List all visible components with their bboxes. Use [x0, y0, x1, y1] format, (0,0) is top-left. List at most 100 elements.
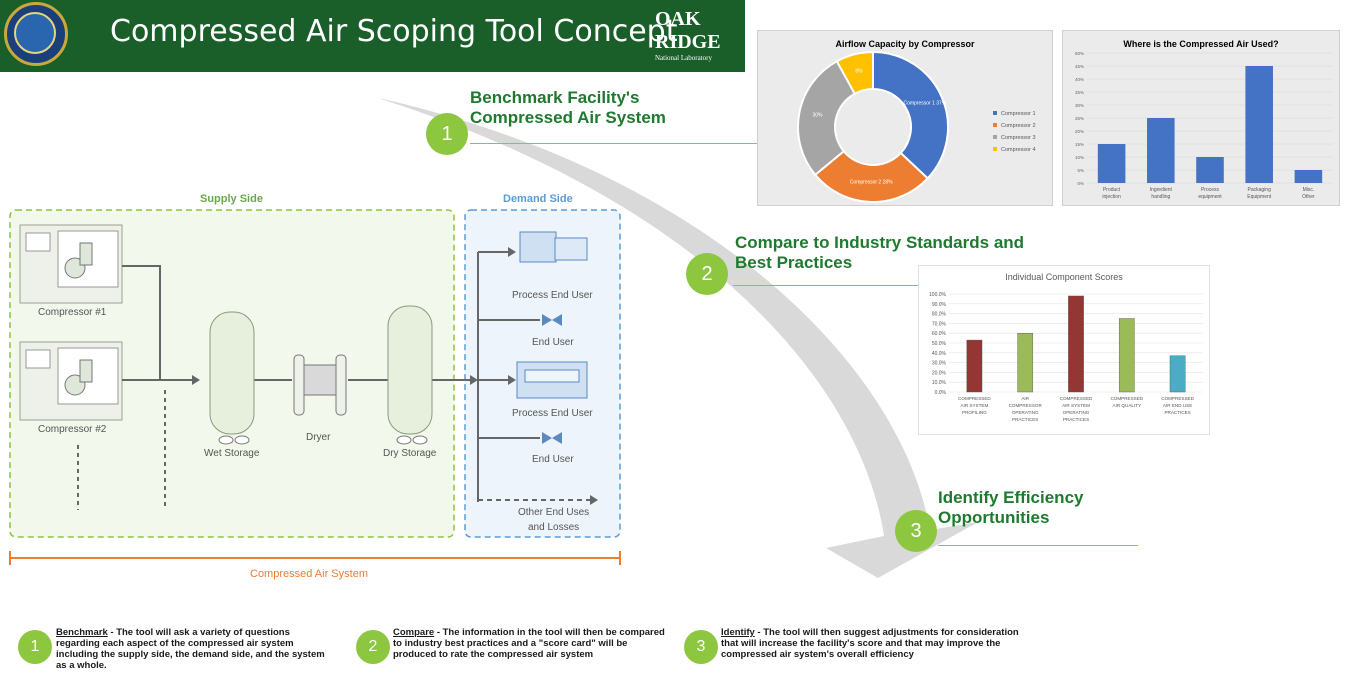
bottom-step-2-desc: - The information in the tool will then … — [393, 627, 665, 660]
y-tick-label: 50.0% — [932, 341, 947, 347]
x-tick-label: COMPRESSED — [1060, 396, 1093, 401]
process-end-user-1-label: Process End User — [512, 290, 593, 301]
chart-title: Where is the Compressed Air Used? — [1123, 39, 1279, 49]
x-tick-label: equipment — [1198, 194, 1222, 200]
arrow-head — [470, 375, 478, 385]
legend-swatch — [993, 111, 997, 115]
donut-slice — [835, 50, 874, 96]
arrow-head — [508, 247, 516, 257]
donut-slice-label: 30% — [812, 112, 823, 118]
x-tick-label: Other — [1302, 194, 1315, 200]
x-tick-label: Product — [1103, 187, 1121, 193]
compressor-2-icon — [19, 341, 123, 421]
title-banner — [0, 0, 745, 72]
ornl-logo-lab: National Laboratory — [655, 54, 712, 62]
y-tick-label: 60.0% — [932, 331, 947, 337]
x-tick-label: OPERATING — [1063, 410, 1090, 415]
step-3-heading: Identify Efficiency Opportunities — [938, 488, 1083, 528]
donut-chart-svg: Compressor 1 37%Compressor 2 28%30%8%Com… — [797, 50, 1036, 203]
x-tick-label: handling — [1151, 194, 1170, 200]
x-tick-label: COMPRESSED — [958, 396, 991, 401]
y-tick-label: 40% — [1075, 77, 1084, 82]
bottom-step-1-keyword: Benchmark — [56, 627, 108, 638]
bar — [1245, 66, 1273, 183]
y-tick-label: 80.0% — [932, 312, 947, 318]
arrow-head — [590, 495, 598, 505]
bottom-step-2-keyword: Compare — [393, 627, 435, 638]
x-tick-label: Process — [1201, 187, 1220, 193]
legend-label: Compressor 3 — [1001, 135, 1036, 141]
x-tick-label: Packaging — [1248, 187, 1272, 193]
bar — [1068, 295, 1084, 393]
legend-label: Compressor 4 — [1001, 147, 1036, 153]
legend-label: Compressor 2 — [1001, 123, 1036, 129]
step-1-circle: 1 — [426, 113, 468, 155]
ornl-logo-ridge: RIDGE — [655, 31, 721, 53]
bottom-step-1-text: Benchmark - The tool will ask a variety … — [56, 627, 326, 671]
step-2-circle: 2 — [686, 253, 728, 295]
chart-title: Individual Component Scores — [1005, 272, 1123, 282]
wet-storage-label: Wet Storage — [204, 448, 260, 459]
x-tick-label: COMPRESSED — [1161, 396, 1194, 401]
end-user-2-label: End User — [532, 454, 574, 465]
x-tick-label: COMPRESSED — [1110, 396, 1143, 401]
y-tick-label: 45% — [1075, 64, 1084, 69]
usage-bar-chart-svg: 0%5%10%15%20%25%30%35%40%45%50%Productin… — [1075, 51, 1333, 200]
y-tick-label: 5% — [1077, 168, 1084, 173]
step-3-circle: 3 — [895, 510, 937, 552]
x-tick-label: OPERATING — [1012, 410, 1039, 415]
step-3-heading-line1: Identify Efficiency — [938, 488, 1084, 507]
ornl-logo-oak: OAK — [655, 8, 701, 30]
process-end-user-2-label: Process End User — [512, 408, 593, 419]
y-tick-label: 10.0% — [932, 380, 947, 386]
process-end-user-2-icon — [516, 361, 588, 399]
step-2-underline — [733, 285, 923, 286]
x-tick-label: COMPRESSOR — [1009, 403, 1043, 408]
compressed-air-system-label: Compressed Air System — [250, 568, 368, 580]
x-tick-label: PRACTICES — [1164, 410, 1190, 415]
step-3-underline — [938, 545, 1138, 546]
bottom-step-2-text: Compare - The information in the tool wi… — [393, 627, 668, 660]
donut-slice-label: Compressor 1 37% — [903, 101, 946, 107]
y-tick-label: 90.0% — [932, 302, 947, 308]
x-tick-label: injection — [1102, 194, 1121, 200]
bar — [1196, 157, 1224, 183]
x-tick-label: PRACTICES — [1063, 417, 1089, 422]
supply-side-label: Supply Side — [200, 193, 263, 205]
compressor-1-icon — [19, 224, 123, 304]
bottom-step-3-desc: - The tool will then suggest adjustments… — [721, 627, 1019, 660]
end-user-2-valve-icon — [542, 432, 562, 444]
step-1-heading-line1: Benchmark Facility's — [470, 88, 640, 107]
y-tick-label: 20.0% — [932, 370, 947, 376]
x-tick-label: PROFILING — [962, 410, 987, 415]
compressor-1-label: Compressor #1 — [38, 307, 107, 318]
x-tick-label: AIR SYSTEM — [960, 403, 988, 408]
legend-swatch — [993, 135, 997, 139]
y-tick-label: 20% — [1075, 129, 1084, 134]
x-tick-label: Equipment — [1247, 194, 1272, 200]
legend-swatch — [993, 123, 997, 127]
dry-storage-label: Dry Storage — [383, 448, 437, 459]
y-tick-label: 0% — [1077, 181, 1084, 186]
page-title: Compressed Air Scoping Tool Concept — [110, 14, 678, 49]
component-scores-chart: Individual Component Scores 0.0%10.0%20.… — [918, 265, 1210, 435]
y-tick-label: 70.0% — [932, 321, 947, 327]
dryer-label: Dryer — [306, 432, 331, 443]
bar — [1294, 170, 1323, 183]
bottom-step-3-circle: 3 — [684, 630, 718, 664]
compressor-2-label: Compressor #2 — [38, 424, 107, 435]
donut-slice-label: Compressor 2 28% — [850, 179, 893, 185]
bar — [1147, 118, 1175, 183]
x-tick-label: PRACTICES — [1012, 417, 1038, 422]
y-tick-label: 10% — [1075, 155, 1084, 160]
x-tick-label: AIR — [1021, 396, 1029, 401]
step-1-underline — [470, 143, 760, 144]
donut-slice — [872, 50, 949, 180]
bottom-step-1-circle: 1 — [18, 630, 52, 664]
x-tick-label: AIR END USE — [1163, 403, 1192, 408]
bottom-step-3-text: Identify - The tool will then suggest ad… — [721, 627, 1021, 660]
x-tick-label: AIR SYSTEM — [1062, 403, 1090, 408]
other-end-uses-line2: and Losses — [528, 522, 580, 533]
bottom-step-2-circle: 2 — [356, 630, 390, 664]
y-tick-label: 40.0% — [932, 351, 947, 357]
